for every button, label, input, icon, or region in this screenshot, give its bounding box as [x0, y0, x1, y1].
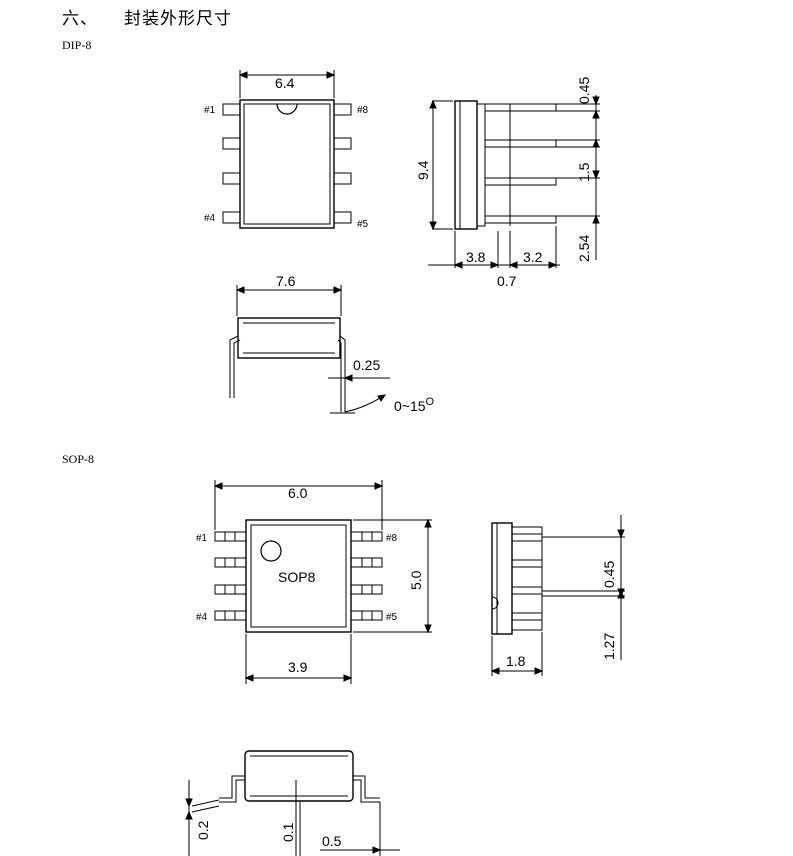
- sop8-dim-standoff-a: 0.2: [195, 820, 211, 840]
- sop8-pin4-label: #4: [196, 612, 208, 623]
- sop8-body-label: SOP8: [278, 569, 316, 585]
- dip8-pin8-label: #8: [357, 105, 369, 116]
- sop8-dim-foot: 0.5: [322, 833, 342, 849]
- dip8-pin5-label: #5: [357, 219, 369, 230]
- sop8-dim-height: 1.8: [506, 653, 526, 669]
- sop8-pin5-label: #5: [386, 612, 398, 623]
- sop8-dim-pitch: 1.27: [601, 633, 617, 660]
- dip8-dim-row-span: 7.6: [276, 273, 296, 289]
- sop8-end-view: [185, 750, 400, 856]
- dip8-dim-lead-thickness: 0.25: [353, 357, 380, 373]
- dip8-title: DIP-8: [62, 38, 92, 52]
- sop8-dim-span: 6.0: [288, 485, 308, 501]
- section-number: 六、: [62, 9, 98, 29]
- dip8-dim-width: 6.4: [275, 75, 295, 91]
- dip8-dim-length: 9.4: [415, 160, 431, 180]
- sop8-pin8-label: #8: [386, 533, 398, 544]
- sop8-dim-body-width: 3.9: [288, 659, 308, 675]
- dip8-dim-lead-width: 0.45: [576, 77, 592, 104]
- sop8-dim-standoff-b: 0.1: [280, 822, 296, 842]
- dip8-pin1-label: #1: [204, 105, 216, 116]
- dip8-dim-pitch: 2.54: [576, 235, 592, 262]
- sop8-top-view: [213, 480, 432, 684]
- sop8-side-view: [490, 515, 625, 676]
- dip8-dim-angle: 0~15O: [394, 396, 435, 414]
- dip8-side-view: [428, 95, 600, 269]
- dip8-dim-body-height: 3.8: [466, 249, 486, 265]
- dip8-dim-lead-pitch: 1.5: [576, 162, 592, 182]
- dip8-dim-offset: 0.7: [497, 273, 517, 289]
- section-heading: 六、 封装外形尺寸: [62, 4, 232, 29]
- sop8-dim-lead-width: 0.45: [601, 561, 617, 588]
- sop8-title: SOP-8: [62, 452, 95, 466]
- dip8-dim-lead-length: 3.2: [523, 249, 543, 265]
- sop8-dim-length: 5.0: [408, 570, 424, 590]
- section-title: 封装外形尺寸: [124, 9, 232, 29]
- dip8-top-view: [222, 70, 352, 229]
- dip8-pin4-label: #4: [204, 213, 216, 224]
- sop8-pin1-label: #1: [196, 533, 208, 544]
- dip8-end-view: [229, 285, 390, 414]
